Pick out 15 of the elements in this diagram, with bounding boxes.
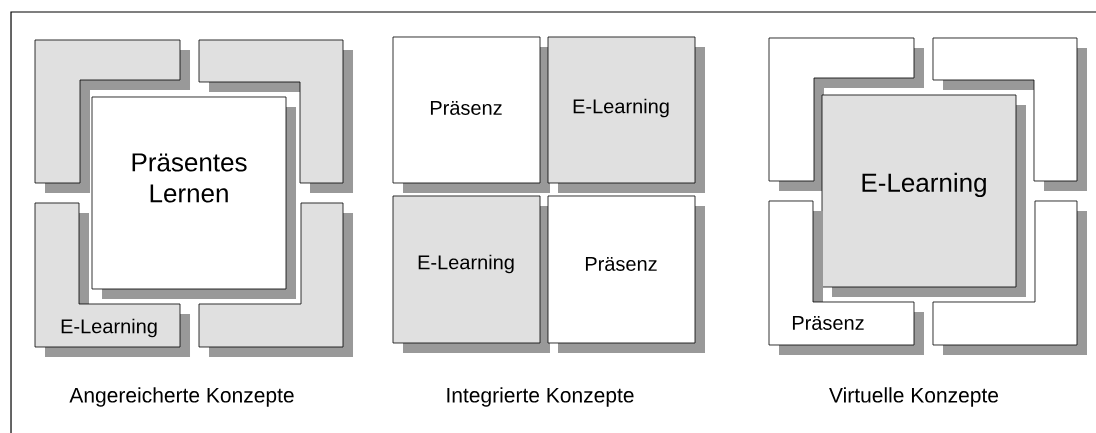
square-box: Präsentes Lernen: [91, 96, 296, 299]
l-shape: [198, 202, 353, 357]
node-label: Präsenz: [430, 101, 502, 115]
square-box: E-Learning: [821, 94, 1026, 297]
square-box: Präsenz: [392, 36, 550, 193]
caption: Virtuelle Konzepte: [829, 387, 999, 407]
caption: Integrierte Konzepte: [447, 387, 634, 407]
node-label: Präsentes Lernen: [132, 153, 247, 203]
l-shape: [932, 200, 1087, 355]
node-label: E-Learning: [573, 98, 669, 118]
square-box: E-Learning: [392, 195, 550, 353]
square-box: E-Learning: [547, 36, 705, 193]
node-label: Präsenz: [585, 257, 657, 271]
caption: Angereicherte Konzepte: [69, 387, 294, 407]
square-box: Präsenz: [547, 195, 705, 353]
